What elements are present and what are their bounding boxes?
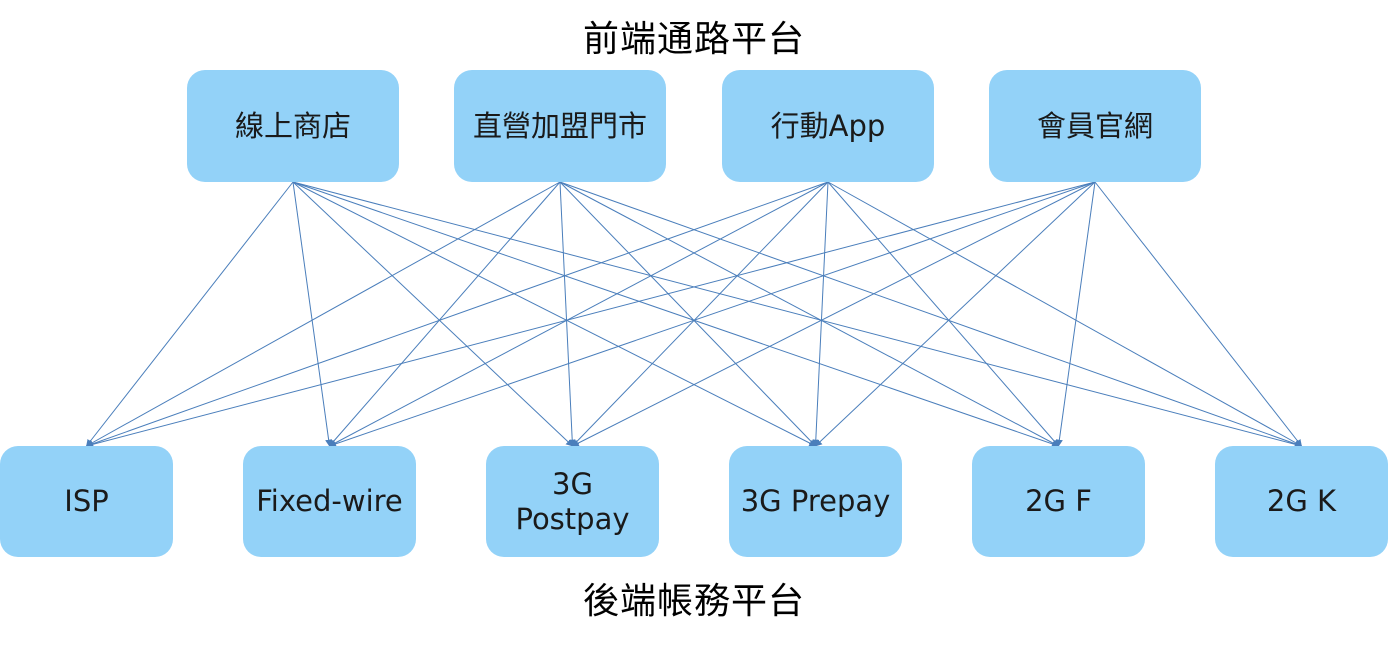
link-retail-stores-to-3g-prepay xyxy=(559,181,816,447)
link-mobile-app-to-2g-f xyxy=(827,181,1059,447)
back-node-label: ISP xyxy=(64,484,109,519)
link-retail-stores-to-2g-k xyxy=(559,181,1303,448)
link-member-site-to-2g-f xyxy=(1055,181,1096,447)
back-node-label: 3G Prepay xyxy=(740,484,891,519)
front-platform-title: 前端通路平台 xyxy=(582,19,805,60)
front-node-label: 行動App xyxy=(770,108,886,143)
back-node-3g-postpay: 3G Postpay xyxy=(486,446,659,557)
link-online-store-to-3g-postpay xyxy=(292,181,574,447)
link-member-site-to-3g-postpay xyxy=(571,181,1096,447)
back-node-3g-prepay: 3G Prepay xyxy=(729,446,902,557)
link-retail-stores-to-2g-f xyxy=(559,181,1060,447)
link-online-store-to-fixed-wire xyxy=(292,181,333,447)
link-retail-stores-to-3g-postpay xyxy=(559,181,576,447)
back-node-label: 2G K xyxy=(1266,484,1337,519)
front-node-label: 直營加盟門市 xyxy=(472,108,647,143)
front-node-label: 會員官網 xyxy=(1036,108,1153,143)
back-node-label: Fixed-wire xyxy=(256,484,403,519)
link-online-store-to-3g-prepay xyxy=(292,181,817,447)
link-online-store-to-2g-f xyxy=(292,181,1060,448)
back-node-label: 3G Postpay xyxy=(515,466,630,536)
link-mobile-app-to-2g-k xyxy=(827,181,1303,447)
link-member-site-to-3g-prepay xyxy=(814,181,1096,447)
back-platform-title: 後端帳務平台 xyxy=(582,581,805,622)
link-member-site-to-fixed-wire xyxy=(328,181,1096,448)
link-mobile-app-to-3g-postpay xyxy=(572,181,829,447)
front-node-member-site: 會員官網 xyxy=(989,70,1201,182)
front-node-online-store: 線上商店 xyxy=(187,70,399,182)
back-node-isp: ISP xyxy=(0,446,173,557)
link-mobile-app-to-isp xyxy=(85,181,829,448)
link-online-store-to-isp xyxy=(86,181,294,447)
back-node-fixed-wire: Fixed-wire xyxy=(243,446,416,557)
link-mobile-app-to-fixed-wire xyxy=(328,181,829,447)
link-online-store-to-2g-k xyxy=(292,181,1303,448)
front-node-mobile-app: 行動App xyxy=(722,70,934,182)
front-node-label: 線上商店 xyxy=(234,108,351,143)
link-member-site-to-isp xyxy=(85,181,1096,448)
link-mobile-app-to-3g-prepay xyxy=(812,181,829,447)
back-node-2g-f: 2G F xyxy=(972,446,1145,557)
back-node-label: 2G F xyxy=(1025,484,1092,519)
front-node-retail-stores: 直營加盟門市 xyxy=(454,70,666,182)
link-retail-stores-to-isp xyxy=(85,181,561,447)
link-member-site-to-2g-k xyxy=(1094,181,1302,447)
link-retail-stores-to-fixed-wire xyxy=(329,181,561,447)
back-node-2g-k: 2G K xyxy=(1215,446,1388,557)
